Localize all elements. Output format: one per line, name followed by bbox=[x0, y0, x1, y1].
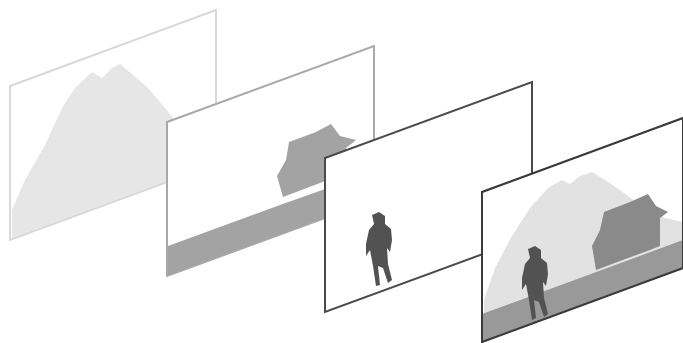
layer-composition-diagram bbox=[0, 0, 683, 343]
diagram-canvas bbox=[0, 0, 683, 343]
